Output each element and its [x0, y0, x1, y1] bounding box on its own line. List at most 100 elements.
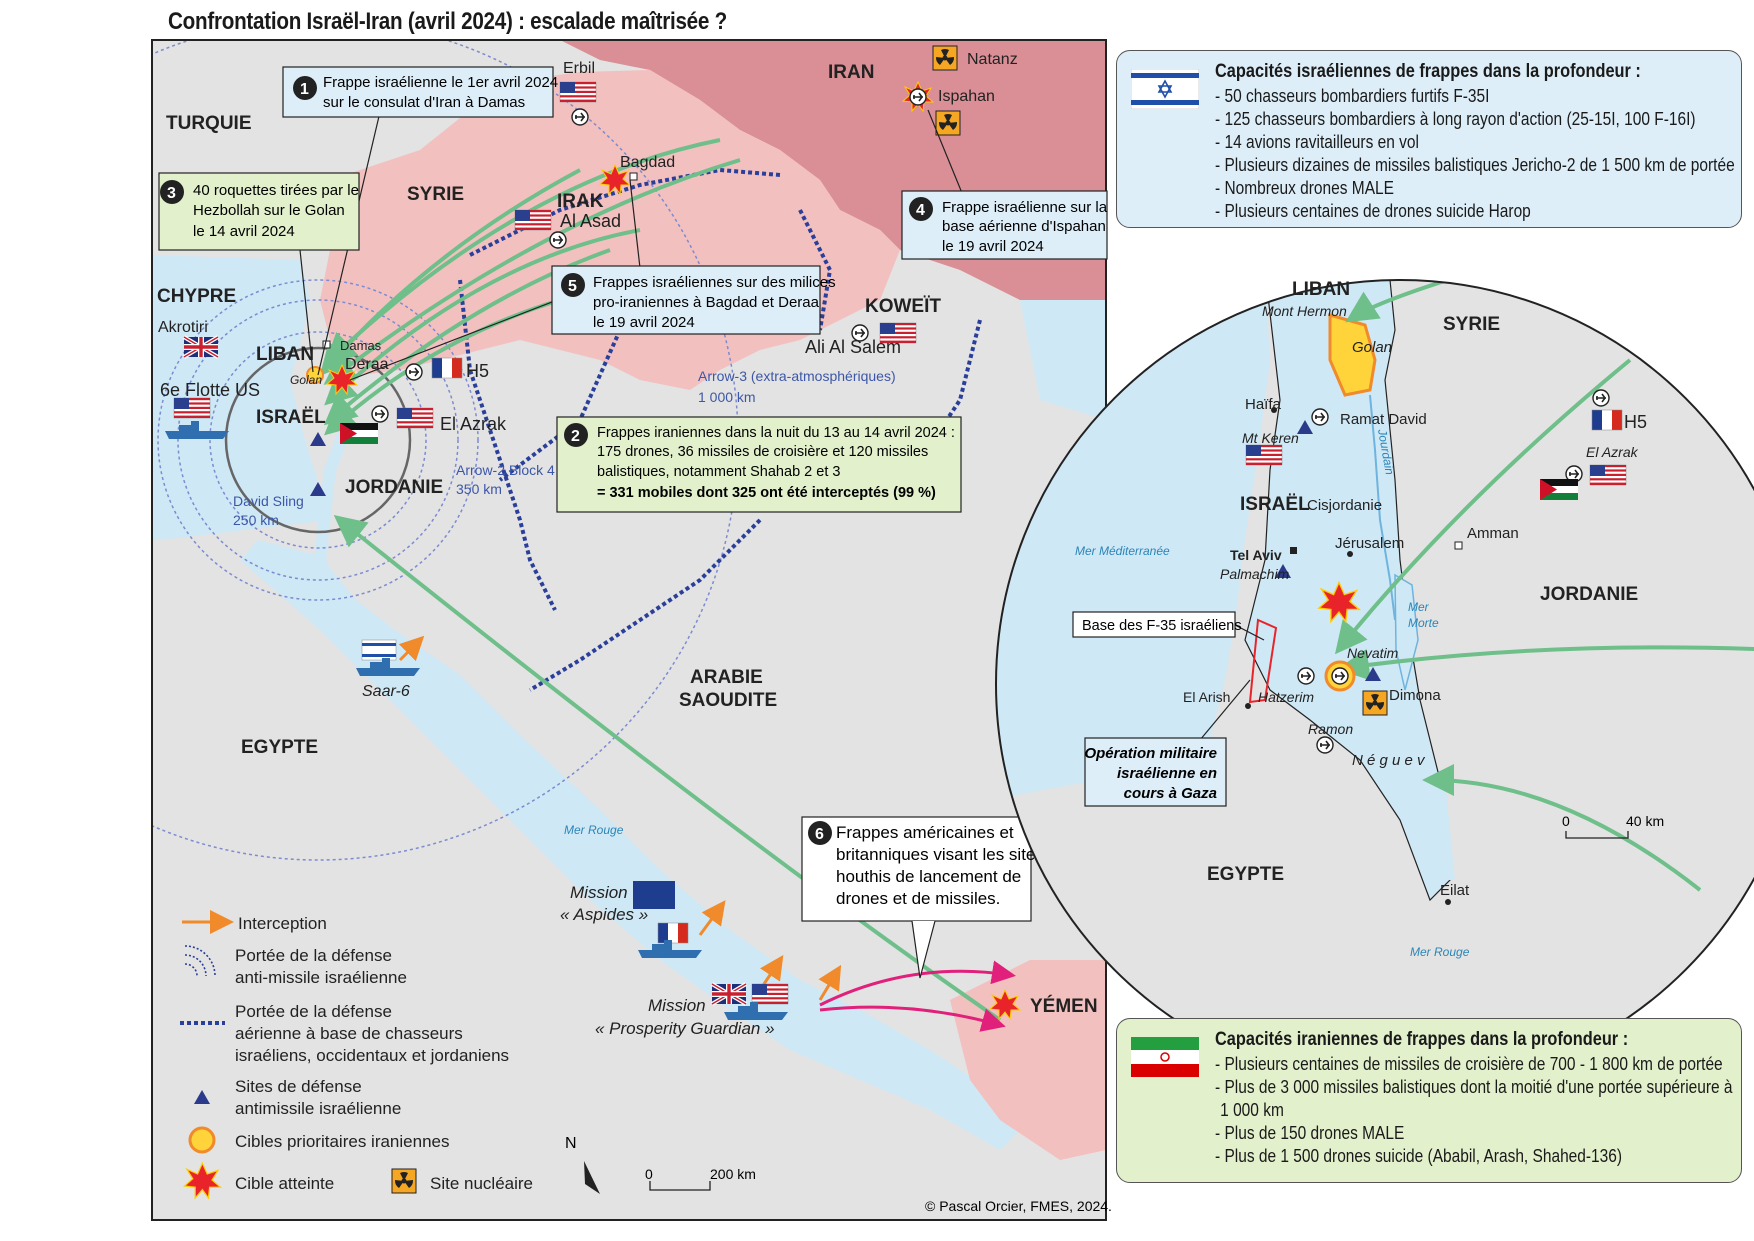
- inset-negev: N é g u e v: [1352, 752, 1426, 769]
- svg-text:balistiques, notamment Shahab: balistiques, notamment Shahab 2 et 3: [597, 464, 840, 480]
- range-arrow3: Arrow-3 (extra-atmosphériques): [698, 368, 896, 384]
- place-akrotiri: Akrotiri: [158, 319, 208, 336]
- inset-dimona: Dimona: [1389, 687, 1441, 704]
- label-liban: LIBAN: [256, 344, 314, 365]
- label-turquie: TURQUIE: [166, 113, 252, 134]
- place-al-asad: Al Asad: [560, 211, 621, 231]
- svg-text:200 km: 200 km: [710, 1166, 756, 1182]
- svg-text:drones et de missiles.: drones et de missiles.: [836, 889, 1000, 908]
- inset-amman: Amman: [1467, 525, 1519, 542]
- israel-box-item: 125 chasseurs bombardiers à long rayon d…: [1215, 108, 1695, 131]
- place-bagdad: Bagdad: [620, 154, 675, 171]
- svg-text:Portée de la défense: Portée de la défense: [235, 1002, 392, 1021]
- inset-palmachim: Palmachim: [1220, 566, 1290, 582]
- israel-box-item: 50 chasseurs bombardiers furtifs F-35I: [1215, 85, 1657, 108]
- north-label: N: [565, 1135, 577, 1152]
- label-syrie: SYRIE: [407, 184, 464, 205]
- callout-5: 5 Frappes israéliennes sur des milices p…: [349, 179, 836, 381]
- place-h5: H5: [466, 361, 489, 381]
- svg-text:1: 1: [300, 81, 309, 98]
- svg-text:cours à Gaza: cours à Gaza: [1124, 785, 1217, 802]
- israel-flag-icon: [1131, 69, 1199, 109]
- label-irak: IRAK: [557, 191, 604, 212]
- svg-text:Frappe israélienne sur la: Frappe israélienne sur la: [942, 199, 1108, 216]
- inset-hatzerim: Hatzerim: [1258, 689, 1314, 705]
- label-koweit: KOWEÏT: [865, 296, 941, 317]
- label-israel: ISRAËL: [256, 407, 326, 428]
- inset-h5: H5: [1624, 412, 1647, 432]
- label-chypre: CHYPRE: [157, 286, 236, 307]
- inset-gaza-label: Opération militaire israélienne en cours…: [1084, 679, 1251, 807]
- map-title: Confrontation Israël-Iran (avril 2024) :…: [168, 8, 727, 35]
- place-saar-6: Saar-6: [362, 683, 410, 700]
- inset-golan: Golan: [1352, 339, 1392, 356]
- svg-text:britanniques visant les sites: britanniques visant les sites: [836, 845, 1044, 864]
- place-golan: Golan: [290, 373, 322, 387]
- place-erbil: Erbil: [563, 60, 595, 77]
- inset-nevatim: Nevatim: [1347, 645, 1399, 661]
- inset-f35-label: Base des F-35 israéliens: [1072, 611, 1265, 641]
- range-david-km: 250 km: [233, 512, 279, 528]
- svg-text:40 km: 40 km: [1626, 813, 1664, 829]
- svg-text:base aérienne d'Ispahan: base aérienne d'Ispahan: [942, 218, 1106, 235]
- svg-text:Frappe israélienne le 1er avri: Frappe israélienne le 1er avril 2024: [323, 74, 558, 91]
- inset-ramon: Ramon: [1308, 721, 1353, 737]
- svg-text:Frappes iraniennes dans la nui: Frappes iraniennes dans la nuit du 13 au…: [597, 425, 955, 441]
- legend-antimissile-icon: [184, 945, 216, 977]
- mission-aspides-1: Mission: [570, 883, 628, 902]
- iran-box-item: Plus de 150 drones MALE: [1215, 1122, 1657, 1145]
- israel-box-heading: Capacités israéliennes de frappes dans l…: [1215, 61, 1641, 82]
- callout-2: 2 Frappes iraniennes dans la nuit du 13 …: [556, 416, 962, 513]
- svg-text:Frappes américaines et: Frappes américaines et: [836, 823, 1014, 842]
- inset-mer-rouge: Mer Rouge: [1410, 945, 1470, 959]
- callout-6: 6 Frappes américaines et britanniques vi…: [801, 816, 1044, 979]
- place-mer-rouge: Mer Rouge: [564, 823, 624, 837]
- svg-text:antimissile israélienne: antimissile israélienne: [235, 1099, 401, 1118]
- label-arabie: ARABIE: [690, 667, 763, 688]
- inset-israel: ISRAËL: [1240, 494, 1310, 515]
- svg-text:5: 5: [568, 278, 577, 295]
- svg-text:aérienne à base de chasseurs: aérienne à base de chasseurs: [235, 1024, 463, 1043]
- inset-egypte: EGYPTE: [1207, 864, 1284, 885]
- israel-box-item: 14 avions ravitailleurs en vol: [1215, 131, 1657, 154]
- main-scale: 0 200 km: [645, 1166, 756, 1191]
- israel-box-list: 50 chasseurs bombardiers furtifs F-35I 1…: [1215, 85, 1734, 223]
- range-arrow3-km: 1 000 km: [698, 389, 756, 405]
- mission-aspides-2: « Aspides »: [560, 905, 648, 924]
- svg-text:175 drones, 36 missiles de cro: 175 drones, 36 missiles de croisière et …: [597, 444, 928, 460]
- inset-mer-morte-2: Morte: [1408, 616, 1439, 630]
- svg-text:houthis de lancement de: houthis de lancement de: [836, 867, 1021, 886]
- callout-3: 3 40 roquettes tirées par le Hezbollah s…: [158, 172, 360, 373]
- iran-box-item: Plusieurs centaines de missiles de crois…: [1215, 1053, 1722, 1076]
- svg-text:israéliens, occidentaux et jor: israéliens, occidentaux et jordaniens: [235, 1046, 509, 1065]
- svg-text:= 331 mobiles dont 325 ont été: = 331 mobiles dont 325 ont été intercept…: [597, 485, 936, 501]
- iran-flag-icon: [1131, 1037, 1199, 1077]
- svg-text:6: 6: [815, 826, 824, 843]
- inset-el-arish: El Arish: [1183, 689, 1230, 705]
- inset-mont-hermon: Mont Hermon: [1262, 303, 1347, 319]
- legend-target-icon: [188, 1126, 216, 1154]
- svg-text:3: 3: [167, 185, 176, 202]
- label-saoudite: SAOUDITE: [679, 690, 777, 711]
- svg-text:2: 2: [571, 428, 580, 445]
- svg-text:Portée de la défense: Portée de la défense: [235, 946, 392, 965]
- svg-text:israélienne en: israélienne en: [1117, 765, 1217, 782]
- svg-text:sur le consulat d'Iran à Damas: sur le consulat d'Iran à Damas: [323, 94, 525, 111]
- legend: Interception Portée de la défense anti-m…: [180, 910, 533, 1199]
- inset-map: [996, 280, 1754, 1088]
- svg-text:Frappes israéliennes sur des m: Frappes israéliennes sur des milices: [593, 274, 836, 291]
- svg-text:Base des F-35 israéliens: Base des F-35 israéliens: [1082, 618, 1242, 634]
- iran-capacities-box: Capacités iraniennes de frappes dans la …: [1116, 1018, 1742, 1183]
- place-ali-al-salem: Ali Al Salem: [805, 337, 901, 357]
- range-arrow2: Arrow-2 Block 4: [456, 462, 555, 478]
- place-ispahan: Ispahan: [938, 88, 995, 105]
- svg-text:4: 4: [916, 202, 925, 219]
- svg-text:Site nucléaire: Site nucléaire: [430, 1174, 533, 1193]
- inset-syrie: SYRIE: [1443, 314, 1500, 335]
- svg-text:le 19 avril 2024: le 19 avril 2024: [593, 314, 695, 331]
- svg-text:Cibles prioritaires iraniennes: Cibles prioritaires iraniennes: [235, 1132, 449, 1151]
- svg-text:0: 0: [645, 1166, 653, 1182]
- iran-box-list: Plusieurs centaines de missiles de crois…: [1215, 1053, 1732, 1168]
- israel-capacities-box: Capacités israéliennes de frappes dans l…: [1116, 50, 1742, 228]
- iran-box-item: Plus de 3 000 missiles balistiques dont …: [1215, 1076, 1732, 1099]
